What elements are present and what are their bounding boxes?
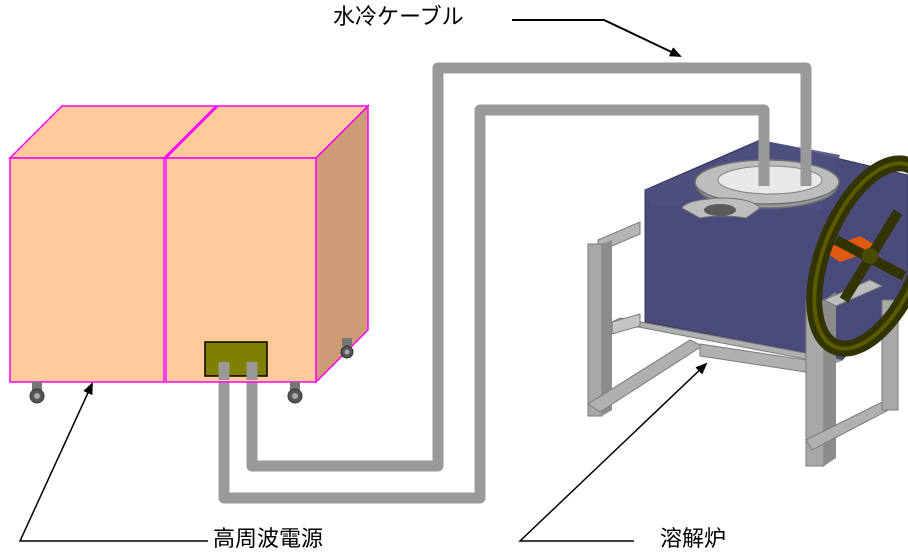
power-supply-label: 高周波電源 bbox=[213, 527, 324, 552]
furnace-frame-front bbox=[610, 279, 899, 467]
leader-lines bbox=[18, 19, 708, 542]
cable-stubs bbox=[218, 362, 258, 380]
furnace-label: 溶解炉 bbox=[660, 527, 727, 552]
cable-label: 水冷ケーブル bbox=[333, 5, 464, 30]
cable-leader-arrow bbox=[512, 19, 682, 57]
furnace-leader-arrow bbox=[518, 362, 708, 542]
power-supply bbox=[8, 104, 370, 404]
handwheel bbox=[806, 155, 908, 357]
caster-wheels bbox=[29, 338, 354, 404]
cable-connector-box bbox=[204, 341, 268, 377]
water-cooled-cables bbox=[218, 62, 812, 504]
power-supply-leader-arrow bbox=[18, 382, 208, 542]
furnace-frame-back bbox=[587, 221, 704, 417]
